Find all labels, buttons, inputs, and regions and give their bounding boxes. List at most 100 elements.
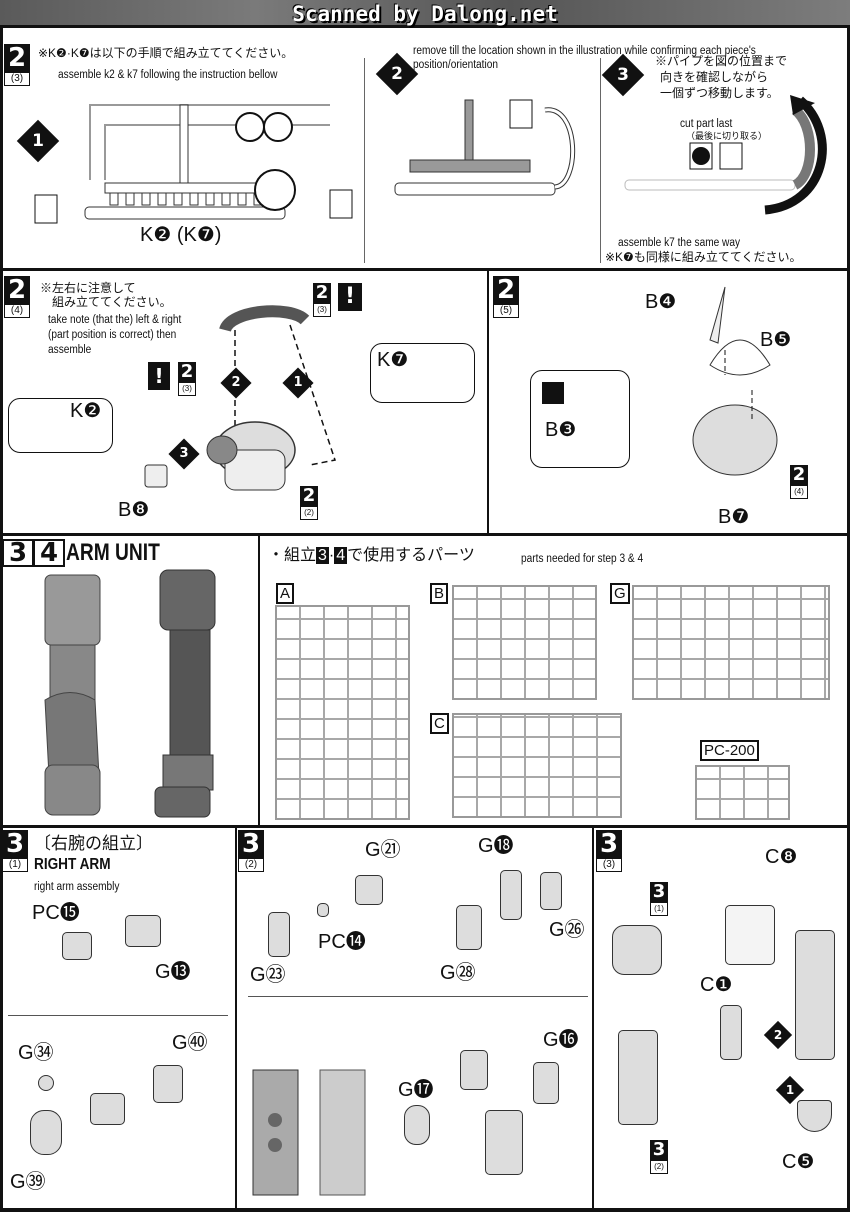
divider — [0, 268, 850, 271]
part-label: G㉖ — [549, 919, 585, 941]
note-en: assemble — [48, 344, 92, 356]
part-g40 — [153, 1065, 183, 1103]
note-en: remove till the location shown in the il… — [413, 45, 756, 57]
k2-runner-step3-diagram — [624, 95, 827, 215]
step-title-en: RIGHT ARM — [34, 856, 111, 873]
part-label-k7: K❼ — [377, 349, 409, 371]
k2-runner-diagram — [34, 104, 353, 224]
step-badge: 2(5) — [493, 276, 519, 318]
ref-step-badge: 3(2) — [650, 1140, 668, 1174]
arm-completed-render — [252, 1069, 366, 1196]
runner-label-a: A — [276, 583, 295, 604]
part-label: G⓭ — [155, 961, 191, 983]
part-g23 — [268, 912, 290, 957]
divider — [235, 828, 237, 1210]
parts-title-en: parts needed for step 3 & 4 — [521, 553, 644, 565]
ref-step-badge: 2(2) — [300, 486, 318, 520]
part-label: C❺ — [782, 1151, 815, 1173]
step-number-3: 3 — [2, 539, 34, 567]
runner-label-b: B — [430, 583, 449, 604]
part-label: G㊴ — [10, 1171, 46, 1193]
part-pc14 — [317, 903, 329, 917]
runner-pc200 — [695, 765, 790, 820]
part-g16 — [533, 1062, 559, 1104]
head-assembly-diagram — [144, 305, 336, 491]
divider — [592, 828, 594, 1210]
part-label: G㉞ — [18, 1042, 54, 1064]
part-label: C❶ — [700, 974, 733, 996]
divider — [8, 1015, 228, 1016]
note-en: cut part last — [680, 118, 733, 130]
k2-callout — [8, 398, 113, 453]
note-jp: ※K❷·K❼は以下の手順で組み立ててください。 — [38, 46, 294, 60]
seq-2: 2 — [763, 1020, 793, 1050]
note-jp: 向きを確認しながら — [660, 70, 769, 84]
part-label-b7: B❼ — [718, 506, 750, 528]
part-shoulder — [612, 925, 662, 975]
substep-3: 3 — [601, 53, 645, 97]
part-g26 — [540, 872, 562, 910]
divider — [258, 535, 260, 825]
part-g28 — [456, 905, 482, 950]
note-jp: 組み立ててください。 — [52, 295, 172, 309]
part-g17 — [404, 1105, 430, 1145]
part-label: C❽ — [765, 846, 798, 868]
step-badge: 3(3) — [596, 830, 622, 872]
note-en: assemble k2 & k7 following the instructi… — [58, 69, 278, 81]
part-g39 — [30, 1110, 62, 1155]
step-badge: 3(1) — [2, 830, 28, 872]
note-en: (part position is correct) then — [48, 329, 177, 341]
note-jp: ※K❼も同様に組み立ててください。 — [605, 250, 802, 264]
runner-label-c: C — [430, 713, 449, 734]
step-desc: right arm assembly — [34, 881, 120, 893]
frame — [0, 28, 3, 1212]
part-pc15 — [62, 932, 92, 960]
note-jp: ※左右に注意して — [40, 281, 136, 295]
ref-step-badge: 2(4) — [790, 465, 808, 499]
note-en: position/orientation — [413, 59, 498, 71]
divider — [0, 825, 850, 828]
part-label: G㉑ — [365, 839, 401, 861]
runner-label-pc200: PC-200 — [700, 740, 759, 761]
seq-3: 3 — [168, 438, 200, 470]
part-label: G㉘ — [440, 962, 476, 984]
part-g-upper — [460, 1050, 488, 1090]
arm-unit-render — [44, 569, 216, 818]
note-jp: （最後に切り取る） — [686, 131, 768, 141]
part-c5 — [797, 1100, 832, 1132]
seq-1: 1 — [282, 367, 314, 399]
part-label-b4: B❹ — [645, 291, 677, 313]
part-label-b3: B❸ — [545, 419, 577, 441]
watermark-text: Scanned by Dalong.net — [292, 2, 558, 26]
ref-step-badge: 3(1) — [650, 882, 668, 916]
part-c1 — [720, 1005, 742, 1060]
part-c8 — [725, 905, 775, 965]
runner-b — [452, 585, 597, 700]
part-label: G㉓ — [250, 964, 286, 986]
watermark-banner: Scanned by Dalong.net — [0, 0, 850, 28]
runner-c — [452, 713, 622, 818]
divider — [248, 996, 588, 997]
runner-label-g: G — [610, 583, 630, 604]
k2-runner-step2-diagram — [394, 99, 576, 196]
part-g-body — [90, 1093, 125, 1125]
divider — [364, 58, 365, 263]
warning-icon: ! — [148, 362, 170, 390]
part-label: G⓱ — [398, 1079, 434, 1101]
runner-g — [632, 585, 830, 700]
part-label: G㊵ — [172, 1032, 208, 1054]
part-label: G⓰ — [543, 1029, 579, 1051]
part-g18 — [500, 870, 522, 920]
step-badge: 2(3) — [4, 44, 30, 86]
divider — [0, 533, 850, 536]
seq-2: 2 — [220, 367, 252, 399]
note-en: take note (that the) left & right — [48, 314, 182, 326]
part-label: G⓲ — [478, 835, 514, 857]
part-arm-assembly — [795, 930, 835, 1060]
part-label-b5: B❺ — [760, 329, 792, 351]
part-label-k2-k7: K❷ (K❼) — [140, 224, 222, 246]
step-title-jp: 〔右腕の組立〕 — [34, 834, 153, 853]
substep-2: 2 — [375, 52, 419, 96]
runner-a — [275, 605, 410, 820]
